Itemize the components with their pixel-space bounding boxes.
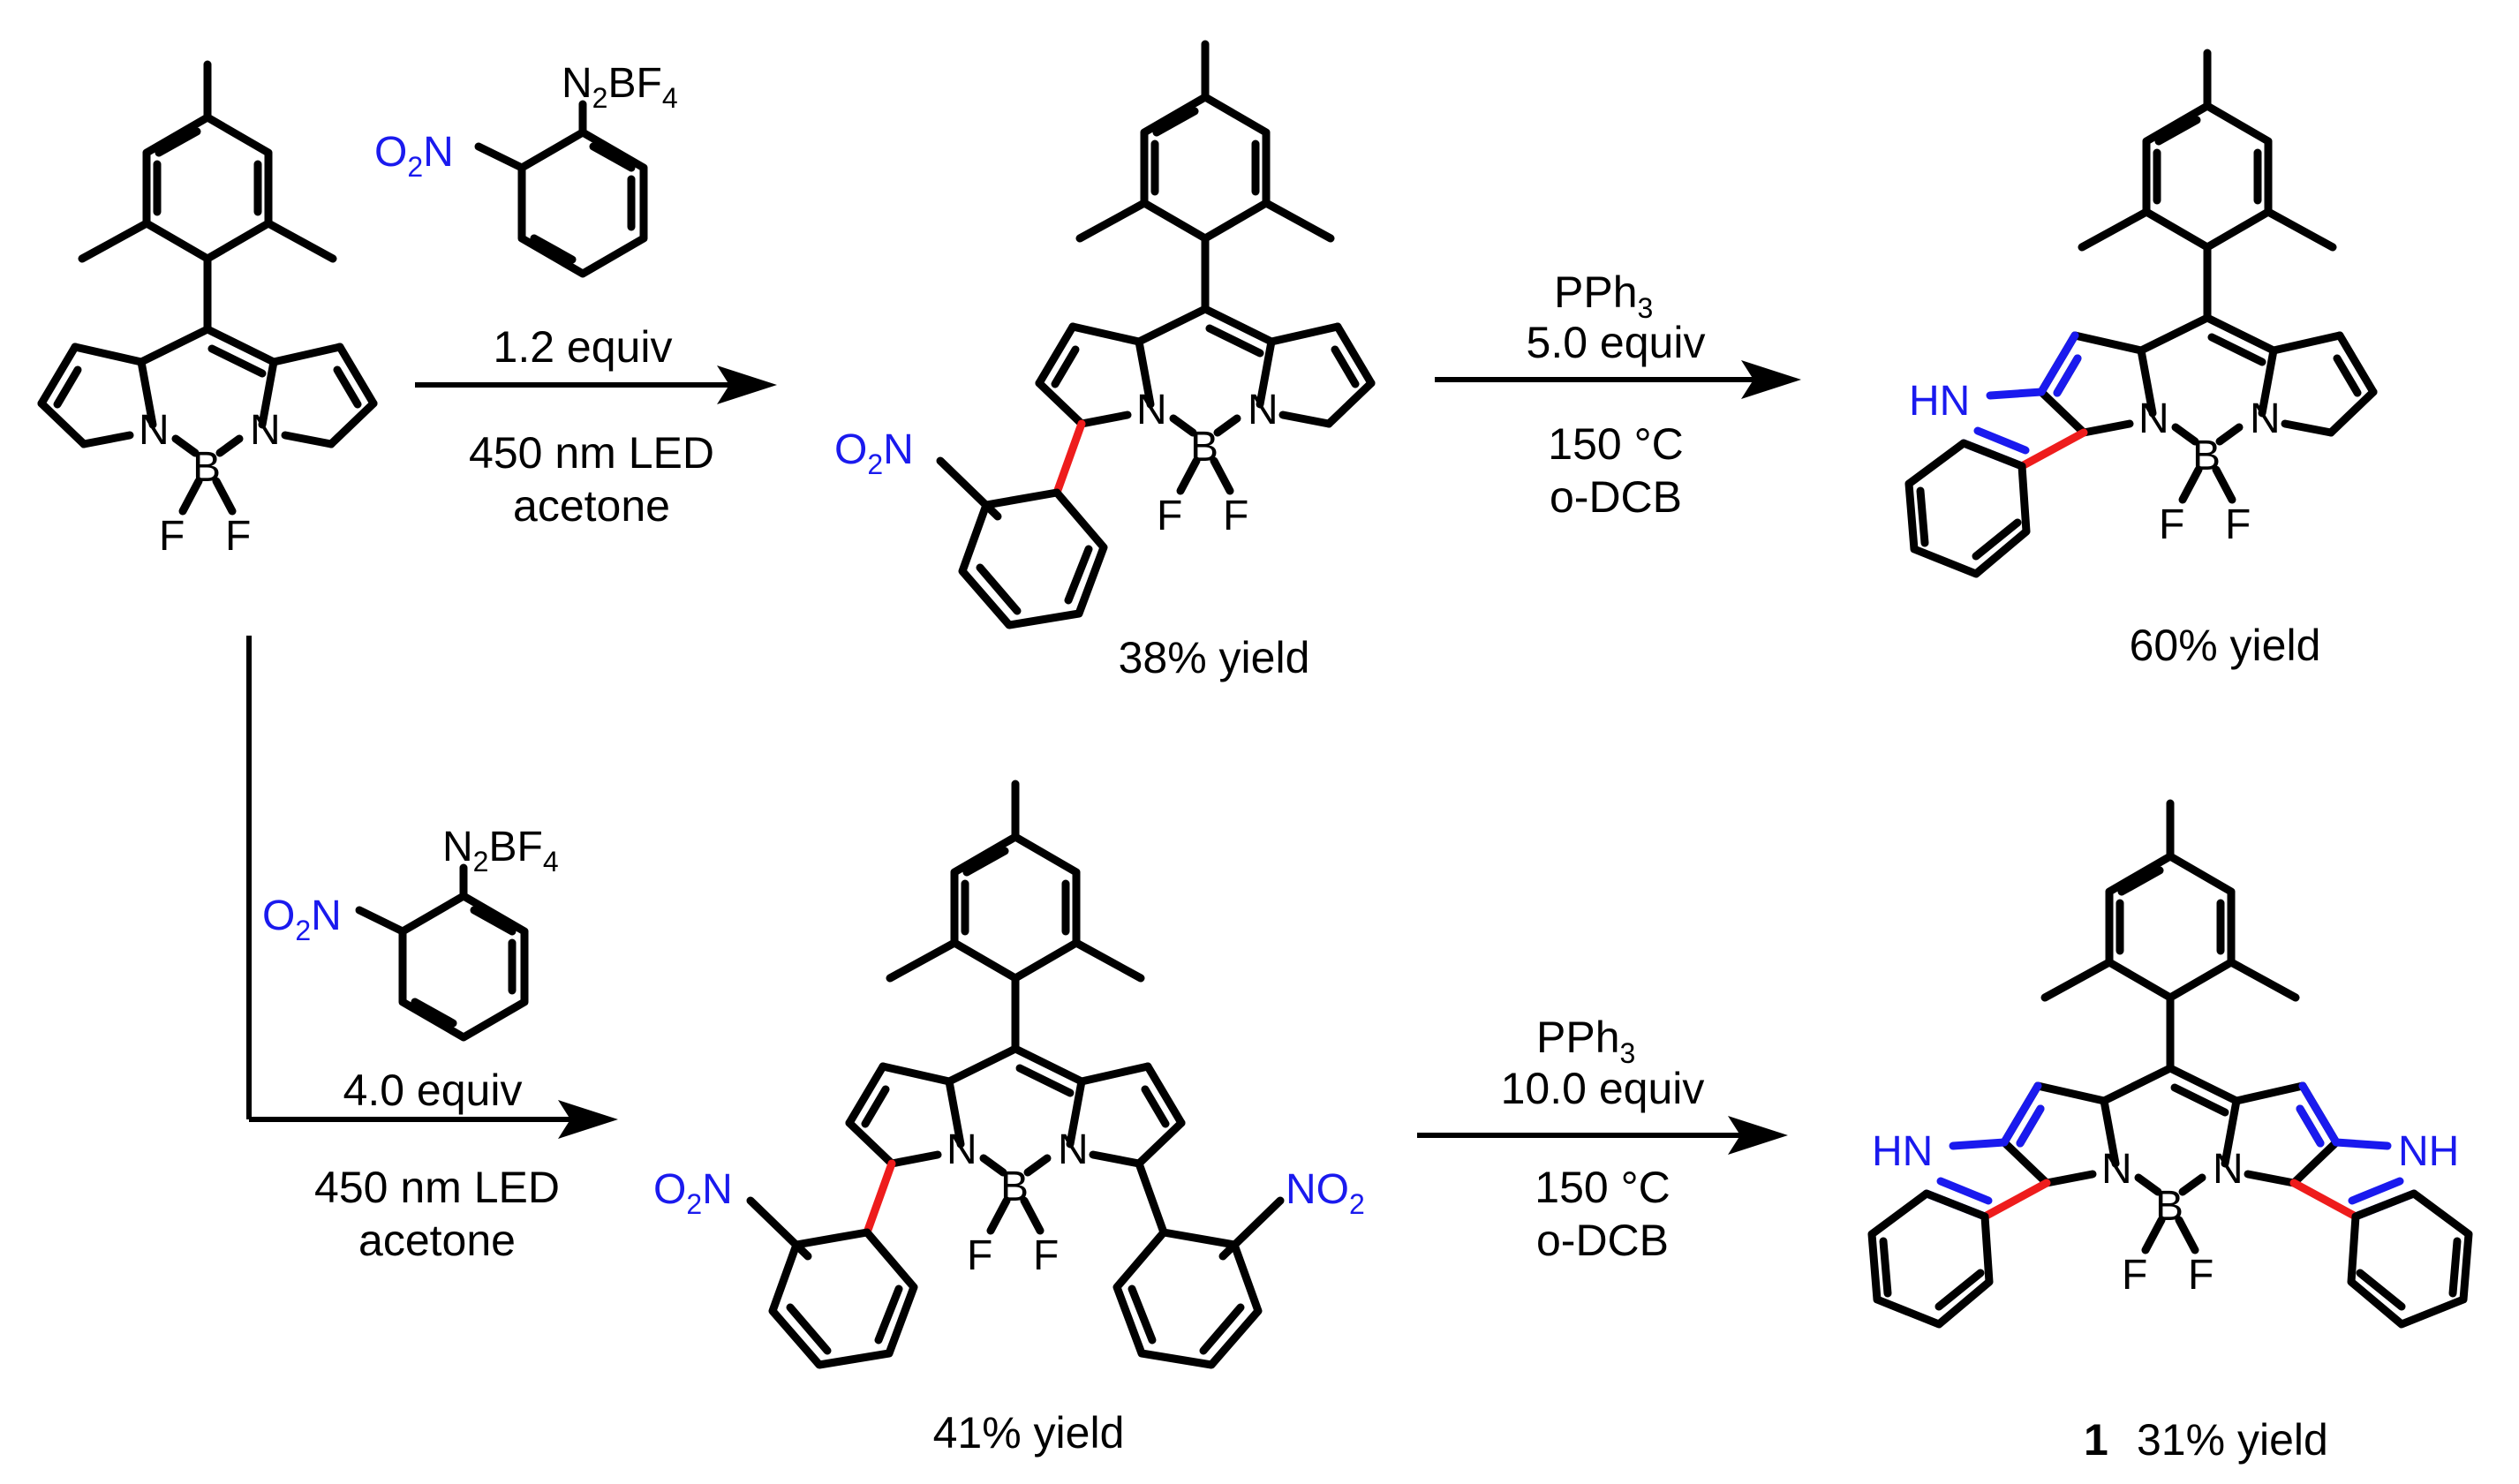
- diazonium-reagent-top: N2BF4 O2N: [374, 60, 678, 278]
- yield-mono-indole: 60% yield: [2130, 621, 2321, 670]
- step2-temp: 150 °C: [1548, 419, 1683, 469]
- svg-text:O2N: O2N: [262, 893, 342, 946]
- atom-n-right: N: [1058, 1126, 1089, 1173]
- yield-mono-nitroaryl: 38% yield: [1119, 633, 1310, 682]
- step1-light: 450 nm LED: [469, 428, 714, 478]
- n2bf4-label: N2BF4: [442, 824, 559, 878]
- atom-n-left: N: [2138, 395, 2169, 442]
- compound-mono-nitroaryl: N N B F F O2N: [834, 44, 1371, 629]
- n2bf4-label: N2BF4: [562, 60, 678, 114]
- step3-solvent: acetone: [358, 1216, 516, 1265]
- svg-text:N2BF4: N2BF4: [562, 60, 678, 114]
- nitro-label: O2N: [262, 893, 342, 946]
- atom-f-right: F: [2188, 1252, 2214, 1299]
- arrow-step4: PPh3 10.0 equiv 150 °C o-DCB: [1417, 1013, 1788, 1265]
- step1-amount: 1.2 equiv: [494, 322, 673, 372]
- atom-f-right: F: [1223, 493, 1248, 539]
- yield-compound-1: 1 31% yield: [2084, 1415, 2328, 1465]
- svg-text:O2N: O2N: [374, 129, 454, 183]
- atom-n-right: N: [2213, 1146, 2244, 1193]
- atom-n-left: N: [1136, 387, 1167, 433]
- yield-bis-indole: 31% yield: [2137, 1415, 2328, 1465]
- step3-amount: 4.0 equiv: [343, 1066, 523, 1115]
- step4-reagent: PPh: [1536, 1013, 1620, 1062]
- atom-n-left: N: [2101, 1146, 2132, 1193]
- atom-f-right: F: [2225, 501, 2251, 548]
- atom-b: B: [1190, 424, 1218, 471]
- atom-f-left: F: [2122, 1252, 2147, 1299]
- atom-nh-right: NH: [2398, 1128, 2459, 1175]
- atom-b: B: [1000, 1164, 1029, 1210]
- arrow-step3: 4.0 equiv 450 nm LED acetone: [246, 636, 618, 1265]
- atom-nh-left: HN: [1872, 1128, 1933, 1175]
- nitro-label: O2N: [374, 129, 454, 183]
- atom-f-right: F: [1033, 1232, 1059, 1279]
- atom-n-left: N: [947, 1126, 977, 1173]
- compound-mono-indole: N N B F F HN: [1904, 53, 2373, 578]
- atom-n-right: N: [2250, 395, 2281, 442]
- svg-text:O2N: O2N: [834, 426, 914, 480]
- atom-f-right: F: [225, 513, 251, 560]
- svg-text:NO2: NO2: [1286, 1166, 1365, 1220]
- atom-b: B: [2192, 433, 2221, 479]
- atom-f-left: F: [2159, 501, 2184, 548]
- arrow-step2: PPh3 5.0 equiv 150 °C o-DCB: [1435, 267, 1801, 522]
- step2-amount: 5.0 equiv: [1527, 318, 1706, 367]
- yield-bis-nitroaryl: 41% yield: [933, 1408, 1125, 1458]
- nitro-label-right: NO2: [1286, 1166, 1365, 1220]
- atom-n-right: N: [250, 407, 281, 454]
- svg-text:O2N: O2N: [653, 1166, 733, 1220]
- step2-reagent: PPh: [1554, 267, 1638, 317]
- compound-start: N N B F F: [41, 64, 373, 560]
- atom-b: B: [2155, 1183, 2183, 1230]
- atom-f-left: F: [159, 513, 185, 560]
- step4-solvent: o-DCB: [1536, 1216, 1669, 1265]
- atom-n-right: N: [1248, 387, 1278, 433]
- svg-text:N2BF4: N2BF4: [442, 824, 559, 878]
- compound-1-bis-indole: N N B F F HN NH: [1867, 803, 2473, 1329]
- nitro-label: O2N: [834, 426, 914, 480]
- compound-number: 1: [2084, 1415, 2108, 1465]
- nitro-label-left: O2N: [653, 1166, 733, 1220]
- compound-bis-nitroaryl: N N B F F O2N NO2: [653, 784, 1365, 1369]
- atom-f-left: F: [1157, 493, 1182, 539]
- diazonium-reagent-bottom: N2BF4 O2N: [262, 824, 559, 1042]
- step1-solvent: acetone: [513, 481, 670, 531]
- arrow-step1: 1.2 equiv 450 nm LED acetone: [415, 322, 777, 531]
- atom-nh: HN: [1909, 378, 1970, 425]
- step2-solvent: o-DCB: [1550, 472, 1682, 522]
- atom-n-left: N: [139, 407, 170, 454]
- step4-temp: 150 °C: [1535, 1163, 1670, 1212]
- step4-amount: 10.0 equiv: [1501, 1064, 1705, 1113]
- atom-b: B: [192, 444, 221, 491]
- atom-f-left: F: [967, 1232, 992, 1279]
- step3-light: 450 nm LED: [314, 1163, 560, 1212]
- svg-text:PPh3: PPh3: [1554, 267, 1653, 324]
- svg-text:PPh3: PPh3: [1536, 1013, 1635, 1069]
